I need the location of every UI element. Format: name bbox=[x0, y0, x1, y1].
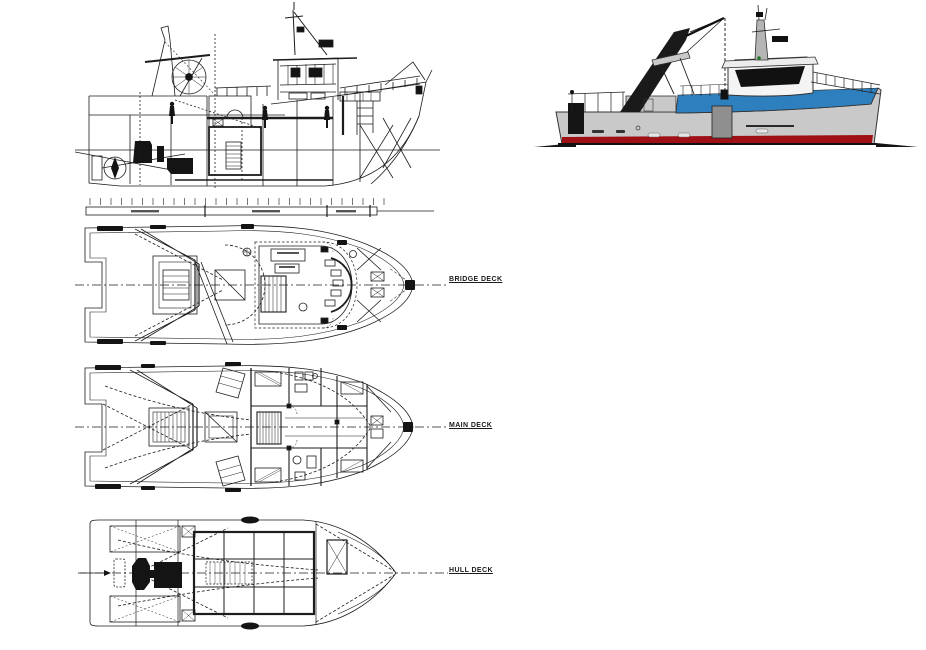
net-drum bbox=[171, 59, 207, 95]
crew-figures bbox=[169, 101, 330, 128]
window-band bbox=[735, 66, 805, 87]
hull-deck-plan bbox=[78, 510, 450, 638]
stern-gantry bbox=[144, 25, 216, 97]
bridge-deck-label: BRIDGE DECK bbox=[449, 276, 503, 283]
shaft-arrow bbox=[80, 570, 111, 576]
side-profile-view bbox=[75, 0, 440, 212]
hull-outline bbox=[88, 81, 427, 187]
main-deck-label: MAIN DECK bbox=[449, 422, 493, 429]
stern-tanks bbox=[109, 525, 196, 623]
bow-railing bbox=[810, 71, 881, 95]
illegible-room-text bbox=[277, 252, 299, 268]
section-lines bbox=[139, 34, 261, 190]
fish-hold-grid bbox=[181, 530, 316, 622]
bow-fittings bbox=[339, 61, 433, 95]
hull-form-dashes bbox=[117, 523, 395, 623]
scale-bar bbox=[84, 196, 436, 218]
trawl-deck-railing bbox=[679, 83, 734, 96]
aft-wheelhouse-deck bbox=[339, 91, 381, 135]
warp-lines bbox=[102, 371, 372, 483]
rudder-stock bbox=[113, 558, 126, 588]
boot-stripe-red bbox=[562, 135, 873, 143]
mast bbox=[284, 2, 334, 56]
forward-compartment bbox=[326, 531, 397, 615]
gantry-plan bbox=[129, 369, 198, 485]
center-hatch bbox=[214, 269, 246, 301]
wheelhouse-roof bbox=[721, 56, 819, 69]
color-rendering-view bbox=[528, 2, 923, 162]
accommodation-plan bbox=[250, 368, 392, 486]
illegible-scale-text bbox=[131, 210, 356, 213]
hull-deck-label: HULL DECK bbox=[449, 567, 493, 574]
deck-outline bbox=[84, 365, 414, 489]
exhaust-stack bbox=[568, 103, 584, 134]
gallows-pedestal bbox=[711, 105, 733, 139]
wheelhouse bbox=[272, 57, 358, 100]
deck-pads bbox=[95, 362, 413, 492]
main-deck-plan bbox=[75, 356, 450, 498]
mast-assembly bbox=[751, 4, 788, 61]
bilge-marks bbox=[241, 516, 259, 630]
center-hatch bbox=[204, 411, 238, 443]
deck-pads bbox=[97, 224, 415, 345]
engine-silhouette bbox=[133, 141, 193, 174]
propeller-blade bbox=[111, 157, 119, 179]
crane bbox=[651, 17, 729, 100]
gantry-plan bbox=[134, 228, 234, 345]
deck-outline bbox=[84, 225, 414, 345]
wheelhouse-plan bbox=[254, 241, 358, 329]
nav-light-green bbox=[757, 56, 761, 60]
stern-railing bbox=[567, 90, 626, 112]
engine-silhouette bbox=[132, 558, 182, 590]
bow-gear-plan bbox=[242, 247, 414, 323]
midship-deckhouse bbox=[208, 85, 272, 176]
winches bbox=[215, 367, 246, 487]
hull-fittings bbox=[592, 98, 794, 138]
bridge-deck-plan bbox=[75, 218, 450, 352]
a-frame-gantry bbox=[620, 28, 690, 112]
